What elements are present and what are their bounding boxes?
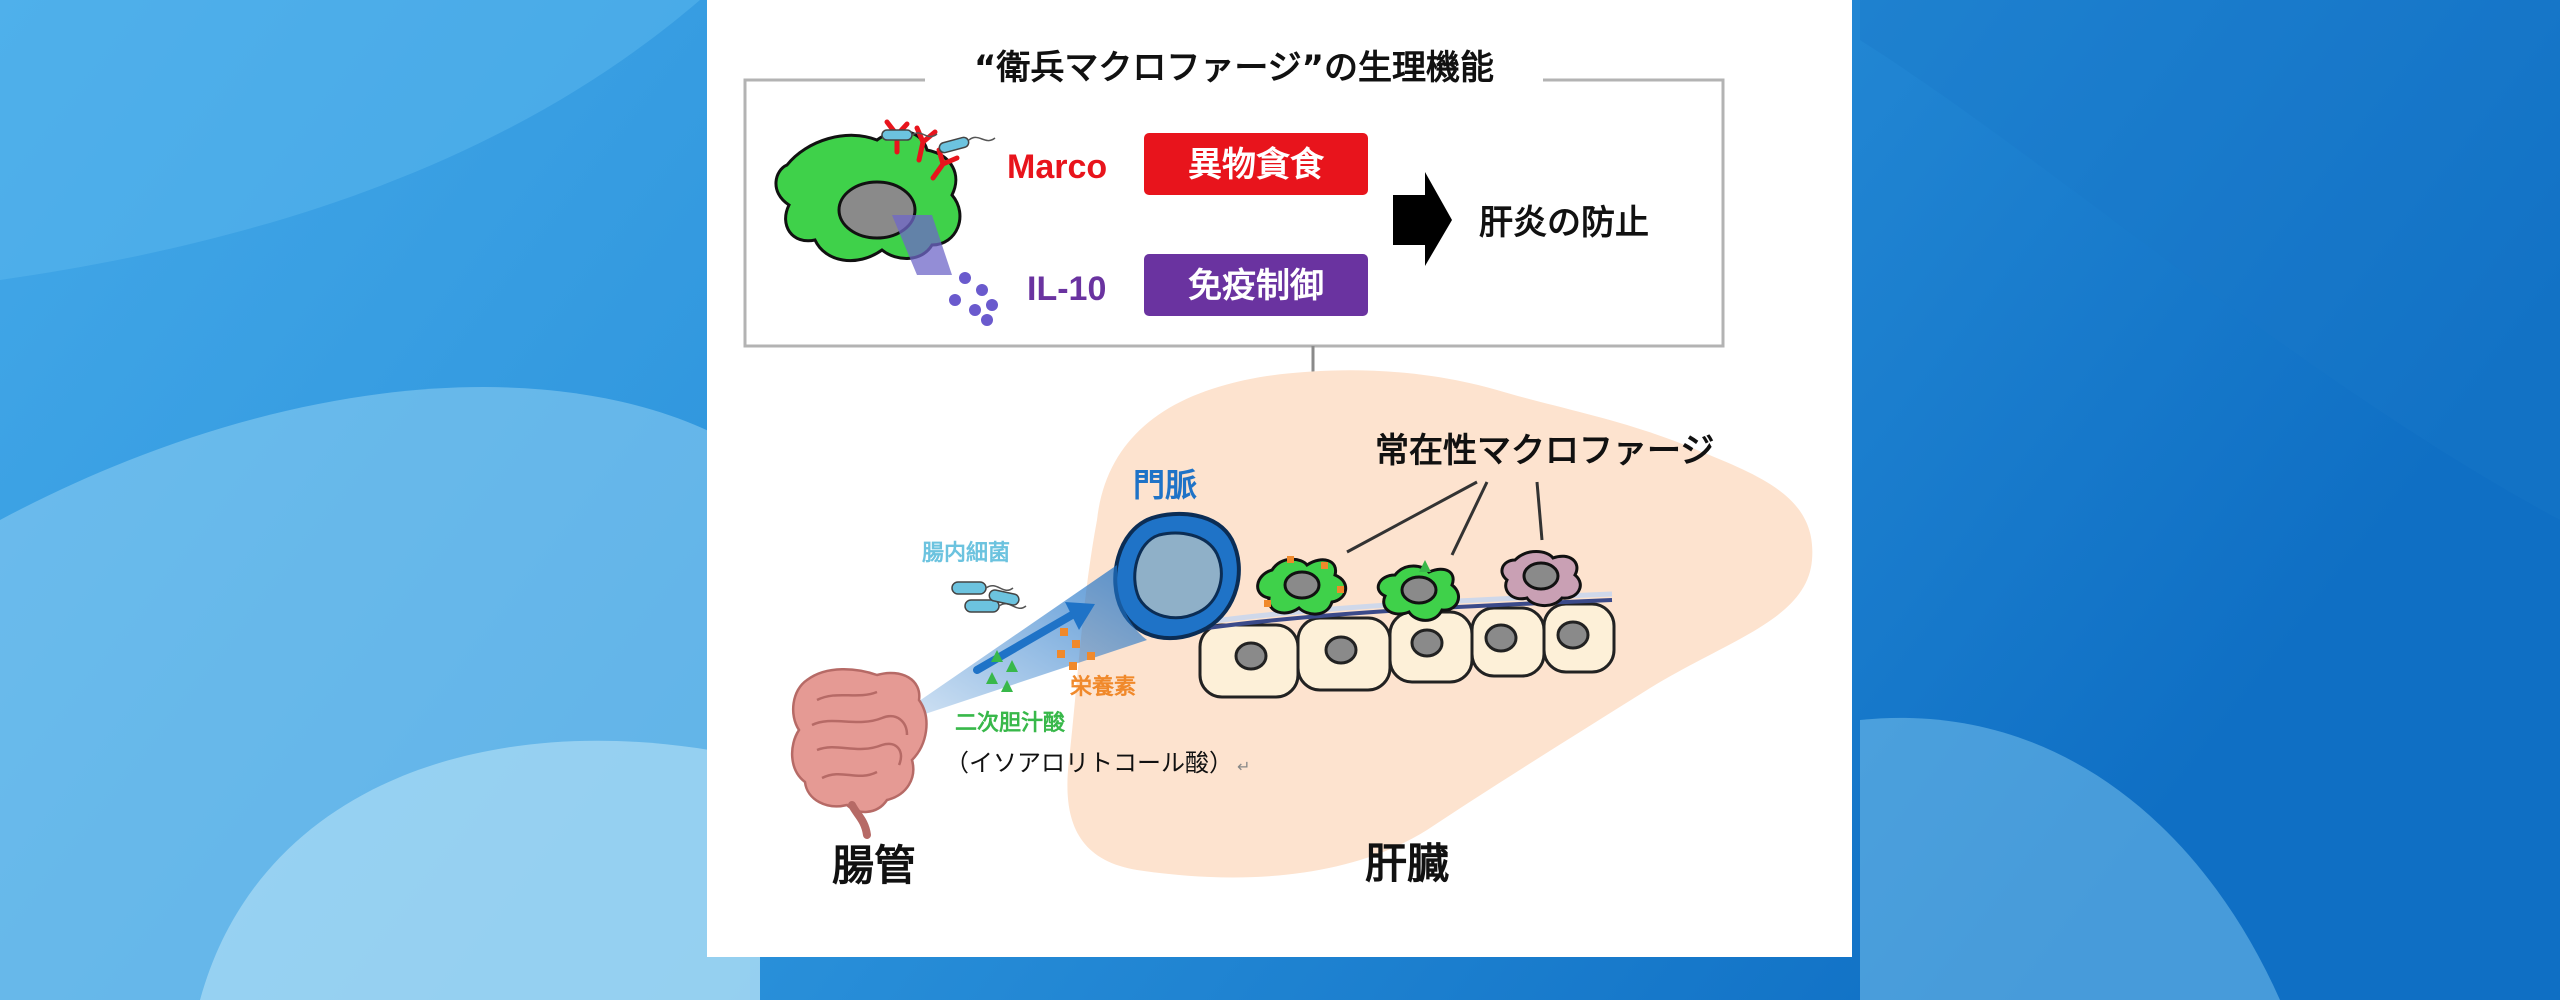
outcome-arrow-icon [1393,172,1452,266]
liver-label: 肝臓 [1365,839,1449,888]
resident-macrophage-2 [1376,560,1460,622]
gut-bacteria-label: 腸内細菌 [922,540,1010,566]
nutrients-label: 栄養素 [1069,674,1136,700]
portal-vein-icon [1113,511,1241,641]
resident-macrophage-3 [1500,550,1582,607]
il10-molecules-icon [949,272,998,326]
marco-role-text: 異物貪食 [1188,145,1325,185]
intestine-icon [791,668,928,839]
return-mark: ↵ [1237,757,1250,776]
sentinel-macrophage-diagram: “衛兵マクロファージ”の生理機能 Marco 異物貪食 IL-10 免疫制御 肝… [743,48,1813,890]
nutrient-particles-icon [1057,628,1095,670]
il10-role-badge [1144,254,1368,316]
resident-macrophage-1 [1256,556,1347,616]
il10-label: IL-10 [1027,270,1106,308]
marco-label: Marco [1007,148,1107,186]
bacteria-icon [881,129,996,154]
hepatocyte-row [1198,602,1616,699]
gut-bacteria-icon [951,581,1027,613]
portal-vein-label: 門脈 [1133,466,1197,504]
isoallo-lca-label: （イソアロリトコール酸） [945,749,1233,777]
macrophage-icon [774,129,962,275]
figure-panel: “衛兵マクロファージ”の生理機能 Marco 異物貪食 IL-10 免疫制御 肝… [707,0,1852,957]
intestine-label: 腸管 [832,841,916,890]
outcome-text: 肝炎の防止 [1479,203,1649,243]
marco-role-badge [1144,133,1368,195]
page-title: “衛兵マクロファージ”の生理機能 [974,48,1494,88]
resident-macrophage-pointers [1346,480,1544,556]
resident-macrophages-label: 常在性マクロファージ [1375,431,1714,471]
secondary-bile-acid-label: 二次胆汁酸 [955,710,1066,736]
il10-role-text: 免疫制御 [1188,266,1324,306]
bile-acid-particles-icon [986,650,1018,692]
